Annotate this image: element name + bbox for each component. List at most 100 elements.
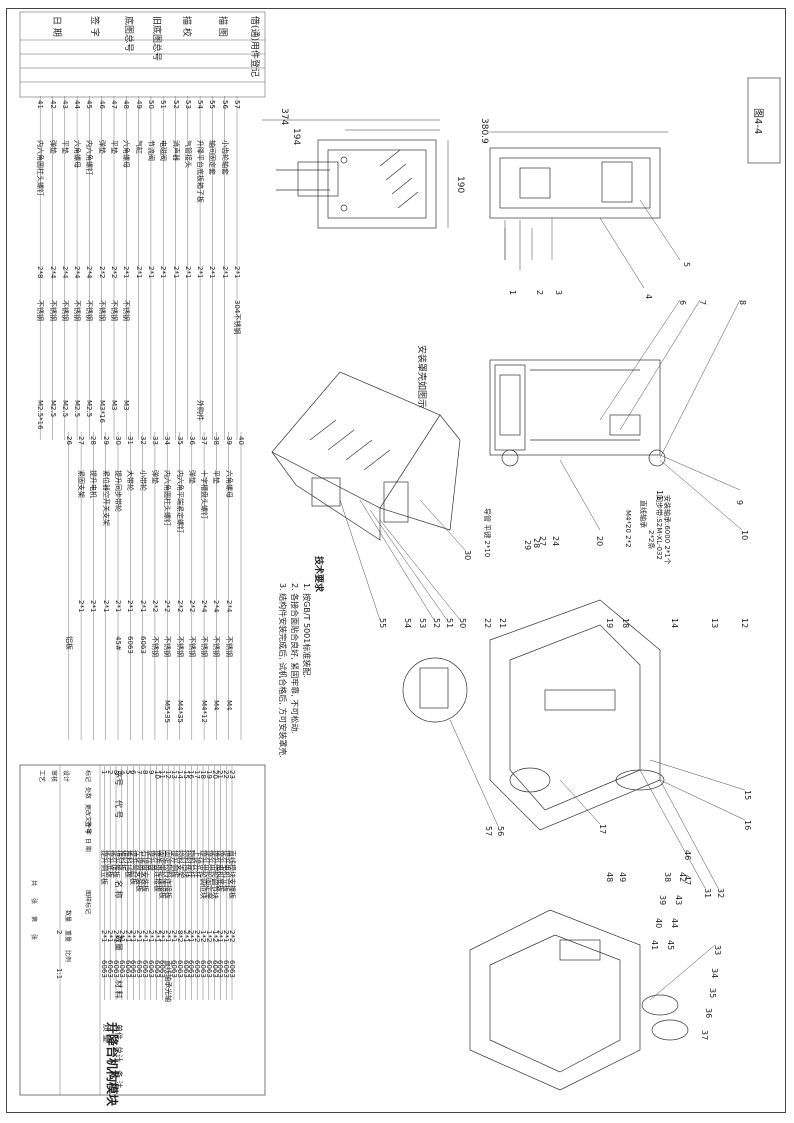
drawing-title: 升降台机构模块 bbox=[105, 1022, 119, 1107]
callout-number: 35 bbox=[708, 988, 717, 998]
left-header-label: 旧底图总号 bbox=[151, 16, 161, 62]
callout-number: 20 bbox=[595, 536, 604, 546]
parts_list_top-material: 不锈钢 bbox=[60, 300, 69, 321]
callout-number: 2 bbox=[535, 290, 544, 295]
title-block-sheet: 第 bbox=[30, 916, 37, 923]
dim-194: 194 bbox=[291, 128, 301, 146]
callout-number: 46 bbox=[683, 850, 692, 860]
parts_list_top-material: 不锈钢 bbox=[48, 300, 57, 321]
parts_list_mid-no: 29 bbox=[101, 436, 110, 445]
side-note-4: 直线轴承 bbox=[639, 500, 647, 528]
parts_list_mid-name: 紧固支架 bbox=[77, 470, 86, 498]
parts_list_mid-no: 38 bbox=[212, 436, 221, 445]
parts_list_mid-material: 不锈钢 bbox=[163, 636, 172, 657]
table-header-code: 代 号 bbox=[114, 800, 123, 819]
parts_list_top-no: 43 bbox=[60, 100, 69, 109]
parts_list_mid-qty: 2*2 bbox=[187, 600, 196, 613]
parts_list_top-no: 45 bbox=[85, 100, 94, 109]
parts_list_top-name: 内六角圆柱头螺钉 bbox=[36, 140, 45, 196]
parts_list_top-no: 46 bbox=[97, 100, 106, 109]
title-block-stage: 数量 bbox=[64, 910, 71, 923]
parts_list_bottom-qty: 2*1 bbox=[100, 930, 109, 943]
parts_list_top-no: 57 bbox=[233, 100, 241, 109]
callout-number: 51 bbox=[445, 618, 454, 628]
callout-number: 14 bbox=[670, 618, 679, 628]
callout-number: 39 bbox=[658, 895, 667, 905]
callout-number: 55 bbox=[378, 618, 387, 628]
parts_list_mid-name: 六角螺母 bbox=[224, 470, 233, 498]
parts_list_top-material: 不锈钢 bbox=[122, 300, 131, 321]
title-block-row: 签 字 bbox=[84, 821, 91, 835]
parts_list_top-name: 消声器 bbox=[171, 140, 180, 161]
parts_list_top-name: 六角螺母 bbox=[122, 140, 131, 168]
table-header-qty: 数量 bbox=[114, 935, 123, 951]
callout-number: 6 bbox=[678, 300, 687, 305]
parts_list_top-qty: 2*1 bbox=[134, 266, 143, 279]
parts_list_top-qty: 2*1 bbox=[196, 266, 205, 279]
parts_list_mid-material: 不锈钢 bbox=[150, 636, 159, 657]
parts_list_mid-no: 35 bbox=[175, 436, 184, 445]
parts_list_mid-material: 45# bbox=[114, 636, 122, 651]
callout-number: 13 bbox=[710, 618, 719, 628]
callout-number: 38 bbox=[663, 872, 672, 882]
parts_list_top-no: 42 bbox=[48, 100, 57, 109]
parts_list_mid-no: 39 bbox=[224, 436, 233, 445]
left-header-label: 签 字 bbox=[89, 16, 99, 37]
title-block-sheet: 张 bbox=[30, 934, 37, 941]
callout-number: 29 bbox=[523, 540, 532, 550]
parts_list_top-no: 50 bbox=[146, 100, 155, 109]
callout-number: 4 bbox=[644, 294, 653, 299]
left-header-label: 描 图 bbox=[217, 16, 227, 37]
parts_list_top-qty: 2*2 bbox=[97, 266, 106, 279]
callout-number: 31 bbox=[703, 888, 712, 898]
parts_list_top-no: 54 bbox=[196, 100, 205, 109]
callout-number: 8 bbox=[738, 300, 747, 305]
callout-number: 15 bbox=[743, 790, 752, 800]
parts_list_top-name: 小齿轮轴套 bbox=[220, 140, 229, 175]
parts_list_bottom-no: 1 bbox=[100, 770, 109, 775]
parts_list_mid-no: 34 bbox=[163, 436, 172, 445]
parts_list_top-material: 不锈钢 bbox=[97, 300, 106, 321]
dim-380-9: 380.9 bbox=[479, 118, 489, 144]
callout-number: 32 bbox=[716, 888, 725, 898]
parts_list_mid-material: 6063 bbox=[138, 636, 147, 654]
callout-number: 34 bbox=[710, 968, 719, 978]
parts_list_mid-name: 大带轮 bbox=[126, 470, 135, 491]
parts_list_top-std: M3 bbox=[110, 400, 118, 411]
title-block-row: 日 期 bbox=[84, 838, 91, 852]
callout-number: 11 bbox=[655, 490, 664, 500]
callout-number: 28 bbox=[532, 538, 541, 548]
parts_list_top-qty: 2*4 bbox=[48, 266, 57, 279]
parts_list_top-no: 48 bbox=[122, 100, 131, 109]
parts_list_top-name: 节流阀 bbox=[146, 140, 155, 161]
parts_list_mid-no: 30 bbox=[114, 436, 122, 445]
parts_list_top-qty: 2*4 bbox=[85, 266, 94, 279]
callout-number: 30 bbox=[463, 550, 472, 560]
callout-number: 49 bbox=[618, 872, 627, 882]
parts_list_mid-std: M4*35 bbox=[175, 700, 184, 723]
parts_list_mid-material: 铝板 bbox=[64, 636, 73, 650]
parts_list_top-std: M2.5 bbox=[48, 400, 57, 418]
parts_list_top-qty: 2*4 bbox=[73, 266, 82, 279]
callout-number: 42 bbox=[678, 872, 687, 882]
left-header-label: 描 校 bbox=[181, 16, 191, 37]
parts_list_mid-name: 平垫 bbox=[212, 470, 221, 484]
callout-number: 24 bbox=[551, 536, 560, 546]
callout-number: 33 bbox=[713, 945, 722, 955]
parts_list_mid-std: M4*12 bbox=[200, 700, 209, 723]
parts_list_mid-qty: 2*4 bbox=[212, 600, 221, 613]
callout-number: 41 bbox=[650, 940, 659, 950]
parts_list_top-qty: 2*1 bbox=[159, 266, 168, 279]
parts_list_mid-material: 6063 bbox=[126, 636, 135, 654]
side-note-2: 同步带:S2M-XL-032 bbox=[655, 495, 663, 560]
callout-number: 22 bbox=[483, 618, 492, 628]
callout-number: 19 bbox=[605, 618, 614, 628]
title-block-role: 审核 bbox=[50, 770, 57, 783]
parts_list_top-std: M2.5*16 bbox=[36, 400, 45, 430]
parts_list_mid-name: 弹垫 bbox=[187, 470, 196, 484]
parts_list_bottom-material: 6063 bbox=[100, 960, 109, 978]
parts_list_top-std: M2.5 bbox=[73, 400, 82, 418]
parts_list_mid-std: M4 bbox=[212, 700, 221, 711]
dim-374: 374 bbox=[279, 108, 289, 126]
